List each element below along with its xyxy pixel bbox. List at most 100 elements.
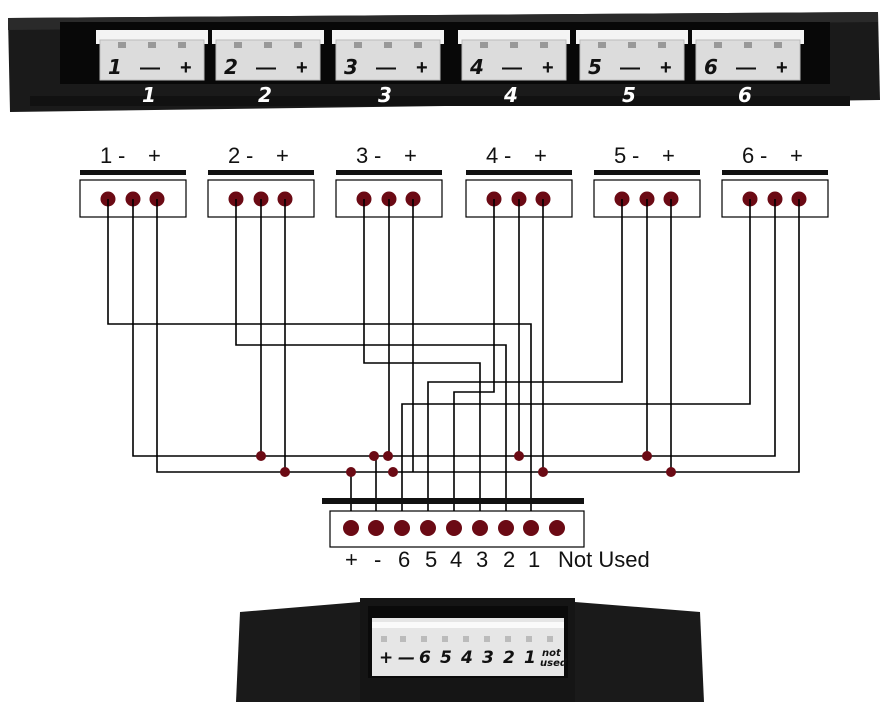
bottom-pin-label: — bbox=[398, 648, 415, 668]
minus-sign: - bbox=[374, 143, 381, 168]
header-top-bar bbox=[322, 498, 584, 504]
header-pin bbox=[472, 520, 488, 536]
junction-dot bbox=[256, 451, 266, 461]
connector-contact bbox=[118, 42, 126, 48]
header-pin bbox=[446, 520, 462, 536]
photo-connector-3: 3—+3 bbox=[332, 30, 444, 107]
photo-connector-5: 5 — +5 bbox=[576, 30, 688, 107]
schematic-label-1: 1-+ bbox=[100, 143, 161, 168]
connector-number: 1 bbox=[108, 55, 122, 79]
bottom-pin-label: 3 bbox=[482, 648, 494, 668]
minus-sign: - bbox=[246, 143, 253, 168]
connector-number: 4 bbox=[486, 143, 498, 168]
header-pin bbox=[498, 520, 514, 536]
connector-number: 1 bbox=[100, 143, 112, 168]
connector-contact bbox=[264, 42, 272, 48]
minus-sign: - bbox=[760, 143, 767, 168]
header-pin-label: 3 bbox=[476, 547, 488, 572]
signal-wire-2 bbox=[235, 199, 507, 520]
plus-sign: + bbox=[404, 143, 417, 168]
connector-label: 4 bbox=[503, 83, 518, 107]
photo-connector-2: 2—+2 bbox=[212, 30, 324, 107]
photo-connector-4: 4 — +4 bbox=[458, 30, 570, 107]
plus-sign: + bbox=[660, 57, 672, 79]
junction-dot bbox=[666, 467, 676, 477]
minus-sign: - bbox=[632, 143, 639, 168]
header-contact bbox=[381, 636, 387, 642]
connector-top-bar bbox=[336, 170, 442, 175]
connector-number: 4 bbox=[469, 55, 484, 79]
connector-number: 3 bbox=[356, 143, 368, 168]
connector-top-bar bbox=[80, 170, 186, 175]
photo-connector-1: 1—+1 bbox=[96, 30, 208, 107]
header-contact bbox=[442, 636, 448, 642]
header-pin bbox=[523, 520, 539, 536]
connector-number: 5 bbox=[588, 55, 602, 79]
plus-sign: + bbox=[776, 57, 788, 79]
connector-contact bbox=[294, 42, 302, 48]
connector-contact bbox=[354, 42, 362, 48]
bottom-pin-label: + bbox=[379, 648, 393, 668]
schematic-label-2: 2-+ bbox=[228, 143, 289, 168]
signal-wire-1 bbox=[107, 199, 532, 520]
connector-top-bar bbox=[466, 170, 572, 175]
connector-contact bbox=[510, 42, 518, 48]
bottom-pin-label: 6 bbox=[419, 648, 431, 668]
minus-sign: — bbox=[502, 57, 522, 79]
plus-sign: + bbox=[296, 57, 308, 79]
photo-connector-6: 6—+6 bbox=[692, 30, 804, 107]
connector-contact bbox=[628, 42, 636, 48]
connector-contact bbox=[598, 42, 606, 48]
connector-label: 5 bbox=[622, 83, 636, 107]
plus-sign: + bbox=[180, 57, 192, 79]
header-pin-label: 5 bbox=[425, 547, 437, 572]
connector-label: 3 bbox=[378, 83, 392, 107]
header-contact bbox=[484, 636, 490, 642]
not-used-label: not bbox=[542, 648, 562, 659]
minus-sign: — bbox=[736, 57, 756, 79]
header-pin bbox=[394, 520, 410, 536]
signal-wire-6 bbox=[401, 199, 751, 520]
connector-number: 6 bbox=[742, 143, 754, 168]
header-contact bbox=[505, 636, 511, 642]
schematic-label-5: 5-+ bbox=[614, 143, 675, 168]
header-pin-label: 2 bbox=[503, 547, 515, 572]
connector-label: 2 bbox=[258, 83, 272, 107]
header-pin-label: 1 bbox=[528, 547, 540, 572]
minus-sign: — bbox=[376, 57, 396, 79]
connector-contact bbox=[178, 42, 186, 48]
plus-sign: + bbox=[148, 143, 161, 168]
junction-dot bbox=[538, 467, 548, 477]
signal-wire-3 bbox=[363, 199, 481, 520]
connector-number: 5 bbox=[614, 143, 626, 168]
plus-sign: + bbox=[662, 143, 675, 168]
connector-contact bbox=[234, 42, 242, 48]
header-pin-label: - bbox=[374, 547, 381, 572]
minus-sign: — bbox=[620, 57, 640, 79]
connector-contact bbox=[384, 42, 392, 48]
connector-number: 2 bbox=[224, 55, 238, 79]
connector-top-bar bbox=[208, 170, 314, 175]
connector-contact bbox=[148, 42, 156, 48]
plus-sign: + bbox=[542, 57, 554, 79]
header-contact bbox=[421, 636, 427, 642]
header-pin bbox=[420, 520, 436, 536]
plus-sign: + bbox=[790, 143, 803, 168]
header-pin-label: + bbox=[345, 547, 358, 572]
junction-dot bbox=[642, 451, 652, 461]
not-used-label: used bbox=[540, 658, 568, 669]
connector-contact bbox=[744, 42, 752, 48]
schematic-label-6: 6-+ bbox=[742, 143, 803, 168]
junction-dot bbox=[388, 467, 398, 477]
junction-dot bbox=[280, 467, 290, 477]
connector-contact bbox=[480, 42, 488, 48]
header-pin-label: 4 bbox=[450, 547, 462, 572]
junction-dot bbox=[346, 467, 356, 477]
header-contact bbox=[547, 636, 553, 642]
plus-sign: + bbox=[416, 57, 428, 79]
minus-sign: - bbox=[504, 143, 511, 168]
bottom-pin-label: 1 bbox=[524, 648, 536, 668]
